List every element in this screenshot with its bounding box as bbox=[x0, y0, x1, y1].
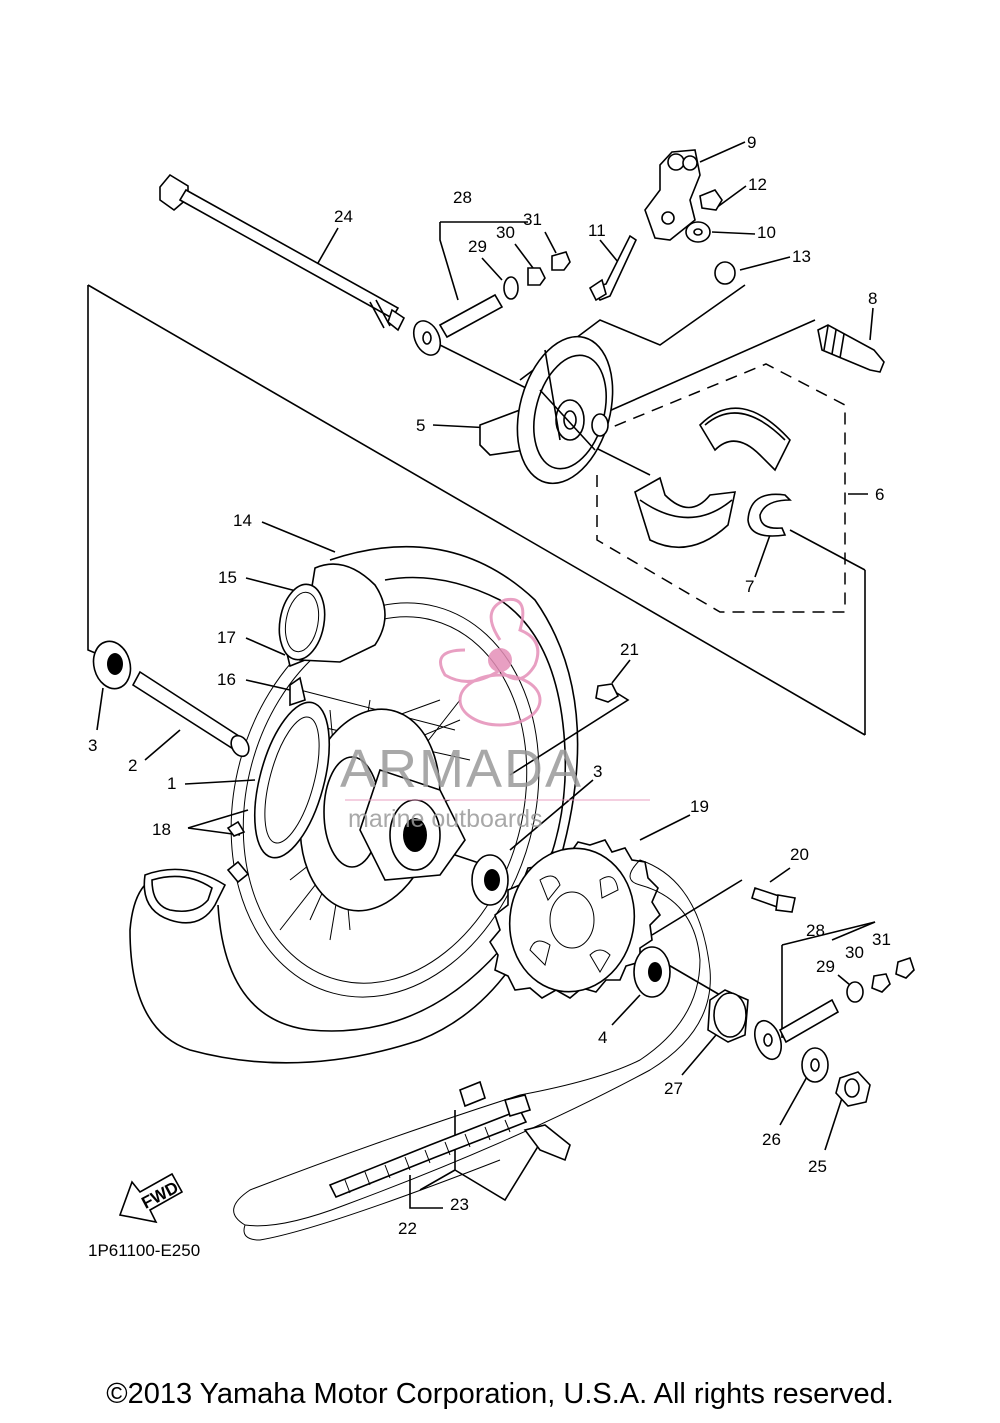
callout-12: 12 bbox=[748, 175, 767, 194]
callout-15: 15 bbox=[218, 568, 237, 587]
callout-25: 25 bbox=[808, 1157, 827, 1176]
hub-damper-15 bbox=[278, 563, 386, 663]
callout-21: 21 bbox=[620, 640, 639, 659]
callout-24: 24 bbox=[334, 207, 353, 226]
brake-shoes-6 bbox=[634, 407, 792, 548]
callout-1: 1 bbox=[167, 774, 176, 793]
callout-26: 26 bbox=[762, 1130, 781, 1149]
callout-4: 4 bbox=[598, 1028, 607, 1047]
callout-30-top: 30 bbox=[496, 223, 515, 242]
callout-3-right: 3 bbox=[593, 762, 602, 781]
callout-30-right: 30 bbox=[845, 943, 864, 962]
brake-shoe-plate-5 bbox=[479, 335, 614, 485]
callout-31-top: 31 bbox=[523, 210, 542, 229]
sprocket-19 bbox=[489, 839, 662, 999]
callout-11: 11 bbox=[588, 221, 606, 240]
callout-28-right: 28 bbox=[806, 921, 825, 940]
callout-10: 10 bbox=[757, 223, 776, 242]
callout-17: 17 bbox=[217, 628, 236, 647]
sprocket-hub bbox=[359, 683, 620, 906]
callout-13: 13 bbox=[792, 247, 811, 266]
armada-watermark: ARMADA marine outboards bbox=[340, 597, 650, 833]
brake-arm-assembly bbox=[588, 149, 736, 302]
callout-labels: 9 12 10 13 11 28 29 30 31 24 8 5 6 7 14 … bbox=[88, 133, 891, 1238]
callout-27: 27 bbox=[664, 1079, 683, 1098]
callout-29-right: 29 bbox=[816, 957, 835, 976]
callout-18: 18 bbox=[152, 820, 171, 839]
fwd-arrow: FWD bbox=[118, 1172, 184, 1224]
callout-5: 5 bbox=[416, 416, 425, 435]
armada-logo-icon bbox=[439, 597, 542, 727]
callout-6: 6 bbox=[875, 485, 884, 504]
bolt-20 bbox=[751, 886, 796, 913]
callout-7: 7 bbox=[745, 577, 754, 596]
watermark-subtitle: marine outboards bbox=[348, 805, 543, 833]
brake-camshaft-8 bbox=[817, 324, 885, 373]
bearing-3-left bbox=[92, 640, 132, 690]
chain-adjuster-right bbox=[754, 956, 915, 1061]
spacer-2 bbox=[131, 670, 250, 758]
axle-collar-27 bbox=[707, 989, 749, 1043]
brake-shoe-kit-box bbox=[596, 363, 846, 613]
callout-29-top: 29 bbox=[468, 237, 487, 256]
callout-20: 20 bbox=[790, 845, 809, 864]
drive-chain bbox=[233, 859, 711, 1241]
callout-16: 16 bbox=[217, 670, 236, 689]
callout-28-top: 28 bbox=[453, 188, 472, 207]
washer-26 bbox=[801, 1047, 829, 1083]
copyright-notice: ©2013 Yamaha Motor Corporation, U.S.A. A… bbox=[106, 1378, 894, 1410]
callout-31-right: 31 bbox=[872, 930, 891, 949]
callout-19: 19 bbox=[690, 797, 709, 816]
callout-2: 2 bbox=[128, 756, 137, 775]
callout-8: 8 bbox=[868, 289, 877, 308]
callout-14: 14 bbox=[233, 511, 252, 530]
axle-24 bbox=[159, 173, 406, 332]
watermark-title: ARMADA bbox=[340, 739, 583, 799]
callout-3-left: 3 bbox=[88, 736, 97, 755]
chain-adjuster-top bbox=[412, 251, 571, 356]
drawing-code: 1P61100-E250 bbox=[88, 1241, 200, 1260]
callout-9: 9 bbox=[747, 133, 756, 152]
callout-23: 23 bbox=[450, 1195, 469, 1214]
callout-22: 22 bbox=[398, 1219, 417, 1238]
bearing-4 bbox=[633, 946, 671, 998]
nut-25 bbox=[835, 1071, 871, 1107]
